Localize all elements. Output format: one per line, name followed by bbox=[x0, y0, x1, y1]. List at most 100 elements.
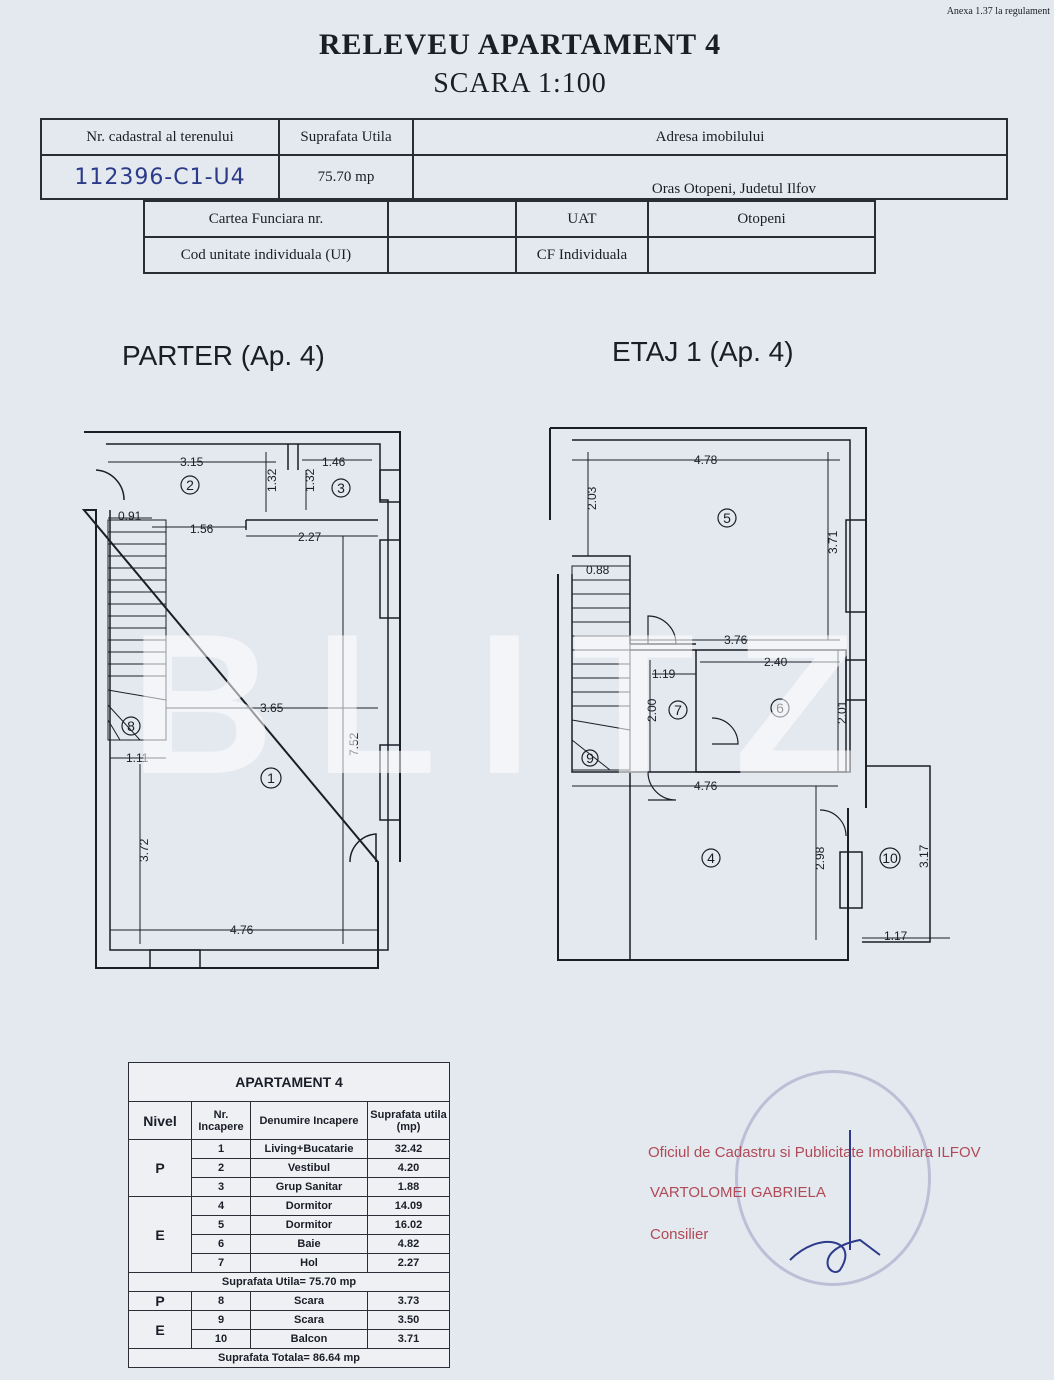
dim-label: 3.71 bbox=[826, 530, 840, 554]
dim-label: 2.01 bbox=[835, 700, 849, 724]
room-nr-cell: 9 bbox=[191, 1310, 251, 1330]
document-title: RELEVEU APARTAMENT 4 bbox=[318, 28, 722, 61]
surface-value: 75.70 mp bbox=[278, 154, 414, 200]
table-row: 6 Baie 4.82 bbox=[129, 1234, 450, 1254]
dim-label: 1.56 bbox=[190, 522, 214, 536]
cf-individual-label: CF Individuala bbox=[515, 236, 649, 274]
ground-floor-title: PARTER (Ap. 4) bbox=[122, 340, 325, 371]
table-row: P 8 Scara 3.73 bbox=[128, 1291, 450, 1311]
dim-label: 3.72 bbox=[137, 838, 151, 862]
dim-label: 1.32 bbox=[303, 468, 317, 492]
room-name-cell: Grup Sanitar bbox=[250, 1177, 368, 1197]
uat-value: Otopeni bbox=[647, 200, 876, 238]
room-nr-cell: 1 bbox=[191, 1139, 251, 1159]
room-nr-cell: 8 bbox=[191, 1291, 251, 1311]
table-row: 7 Hol 2.27 bbox=[129, 1253, 450, 1273]
official-stamp bbox=[735, 1070, 931, 1286]
room-areas-table: APARTAMENT 4 Nivel Nr. Incapere Denumire… bbox=[128, 1062, 450, 1368]
room-number: 4 bbox=[707, 850, 715, 866]
dim-label: 0.91 bbox=[118, 509, 142, 523]
address-value: Oras Otopeni, Judetul Ilfov bbox=[412, 154, 1008, 200]
room-area-cell: 4.20 bbox=[367, 1158, 450, 1178]
cad-number-header: Nr. cadastral al terenului bbox=[40, 118, 280, 156]
room-name-cell: Hol bbox=[250, 1253, 368, 1273]
dim-label: 1.32 bbox=[265, 468, 279, 492]
room-area-cell: 2.27 bbox=[367, 1253, 450, 1273]
dim-label: 2.27 bbox=[298, 530, 322, 544]
first-floor-title: ETAJ 1 (Ap. 4) bbox=[612, 336, 794, 367]
room-number: 9 bbox=[586, 750, 594, 766]
dim-label: 1.17 bbox=[884, 929, 908, 943]
room-nr-cell: 7 bbox=[191, 1253, 251, 1273]
document-scale: SCARA 1:100 bbox=[433, 68, 607, 99]
dim-label: 3.15 bbox=[180, 455, 204, 469]
ground-floor-stairs bbox=[107, 519, 167, 741]
level-cell: E bbox=[128, 1310, 192, 1349]
surface-header: Suprafata Utila bbox=[278, 118, 414, 156]
room-number: 5 bbox=[723, 510, 731, 526]
table-row: E 9 Scara 3.50 bbox=[128, 1310, 450, 1349]
room-name-cell: Scara bbox=[250, 1291, 368, 1311]
room-name-cell: Baie bbox=[250, 1234, 368, 1254]
dim-label: 2.40 bbox=[764, 655, 788, 669]
room-number: 7 bbox=[674, 702, 682, 718]
table-row: 2 Vestibul 4.20 bbox=[129, 1158, 450, 1178]
dim-label: 4.76 bbox=[230, 923, 254, 937]
land-book-value bbox=[387, 200, 517, 238]
cadastral-header-table: Nr. cadastral al terenului Suprafata Uti… bbox=[40, 118, 1008, 200]
unit-code-value bbox=[387, 236, 517, 274]
dim-label: 4.76 bbox=[694, 779, 718, 793]
dim-label: 7.52 bbox=[347, 732, 361, 756]
room-name-cell: Scara bbox=[250, 1310, 368, 1330]
room-area-cell: 32.42 bbox=[367, 1139, 450, 1159]
room-nr-cell: 2 bbox=[191, 1158, 251, 1178]
table-row: 5 Dormitor 16.02 bbox=[129, 1215, 450, 1235]
room-name-cell: Balcon bbox=[250, 1329, 368, 1349]
address-header: Adresa imobilului bbox=[412, 118, 1008, 156]
dim-label: 2.98 bbox=[813, 846, 827, 870]
dim-label: 0.88 bbox=[586, 563, 610, 577]
dim-label: 3.76 bbox=[724, 633, 748, 647]
col-level-header: Nivel bbox=[128, 1101, 192, 1140]
level-cell: E bbox=[128, 1196, 192, 1273]
room-area-cell: 3.73 bbox=[367, 1291, 450, 1311]
stamp-name: VARTOLOMEI GABRIELA bbox=[650, 1184, 826, 1201]
table-row: 10 Balcon 3.71 bbox=[129, 1329, 450, 1349]
table-row: 3 Grup Sanitar 1.88 bbox=[129, 1177, 450, 1197]
land-book-label: Cartea Funciara nr. bbox=[143, 200, 389, 238]
cf-individual-value bbox=[647, 236, 876, 274]
room-area-cell: 1.88 bbox=[367, 1177, 450, 1197]
cad-number-value: 112396-C1-U4 bbox=[40, 154, 280, 200]
room-area-cell: 3.50 bbox=[367, 1310, 450, 1330]
room-number: 6 bbox=[776, 700, 784, 716]
annex-note: Anexa 1.37 la regulament bbox=[946, 6, 1050, 17]
room-nr-cell: 6 bbox=[191, 1234, 251, 1254]
col-name-header: Denumire Incapere bbox=[250, 1101, 368, 1140]
dim-label: 2.00 bbox=[645, 698, 659, 722]
room-area-cell: 3.71 bbox=[367, 1329, 450, 1349]
room-number: 2 bbox=[186, 477, 194, 493]
land-registry-table: Cartea Funciara nr. UAT Otopeni Cod unit… bbox=[143, 200, 876, 274]
room-name-cell: Vestibul bbox=[250, 1158, 368, 1178]
signature-icon bbox=[789, 1130, 881, 1273]
table-row: E 4 Dormitor 14.09 bbox=[128, 1196, 450, 1273]
uat-label: UAT bbox=[515, 200, 649, 238]
useful-area-total: Suprafata Utila= 75.70 mp bbox=[128, 1272, 450, 1292]
room-area-cell: 16.02 bbox=[367, 1215, 450, 1235]
dim-label: 3.65 bbox=[260, 701, 284, 715]
level-cell: P bbox=[128, 1139, 192, 1197]
dim-label: 1.19 bbox=[652, 667, 676, 681]
room-number: 1 bbox=[267, 770, 275, 786]
room-nr-cell: 4 bbox=[191, 1196, 251, 1216]
dim-label: 1.46 bbox=[322, 455, 346, 469]
dim-label: 3.17 bbox=[917, 844, 931, 868]
areas-table-title: APARTAMENT 4 bbox=[128, 1062, 450, 1102]
room-area-cell: 4.82 bbox=[367, 1234, 450, 1254]
room-number: 10 bbox=[882, 850, 898, 866]
table-row: P 1 Living+Bucatarie 32.42 bbox=[128, 1139, 450, 1197]
level-cell: P bbox=[128, 1291, 192, 1311]
room-area-cell: 14.09 bbox=[367, 1196, 450, 1216]
stamp-role: Consilier bbox=[650, 1226, 709, 1243]
